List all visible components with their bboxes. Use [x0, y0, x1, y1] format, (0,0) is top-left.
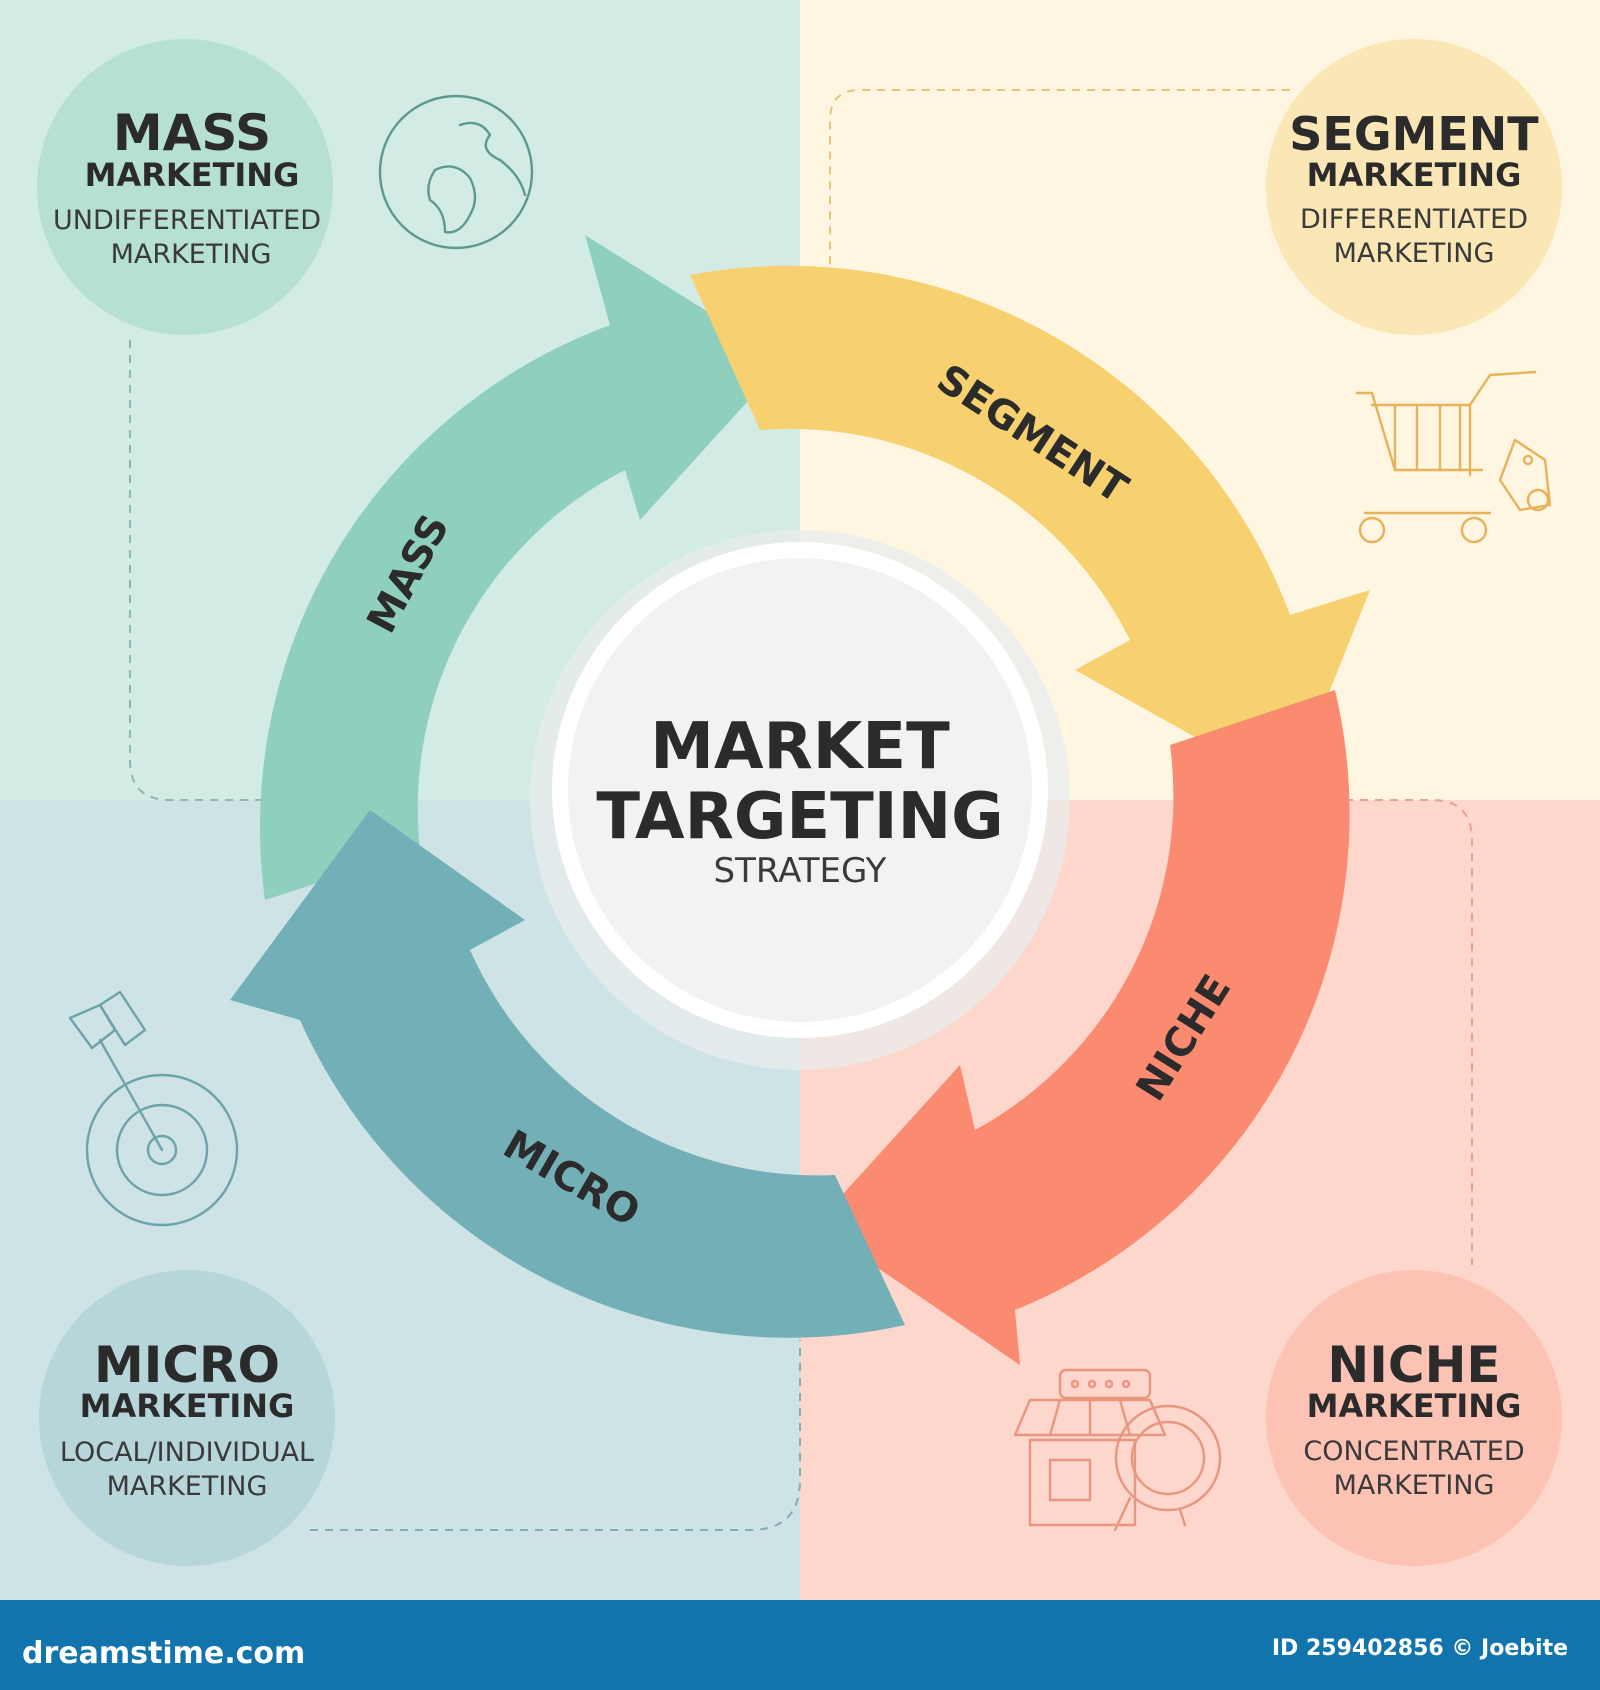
cycle-ring [230, 235, 1370, 1365]
mass-desc1: UNDIFFERENTIATED [53, 205, 321, 236]
micro-title2: MARKETING [80, 1387, 295, 1425]
niche-arrow [815, 690, 1350, 1365]
footer-image-id: ID 259402856 © Joebite [1272, 1636, 1568, 1661]
segment-info-circle [1266, 39, 1562, 335]
micro-connector-line [310, 1340, 801, 1531]
segment-desc2: MARKETING [1334, 238, 1495, 269]
mass-desc2: MARKETING [111, 239, 272, 270]
center-title-line2: TARGETING [596, 780, 1003, 854]
micro-title: MICRO [94, 1336, 280, 1394]
store-search-icon [1013, 1368, 1222, 1532]
niche-desc1: CONCENTRATED [1303, 1436, 1524, 1467]
segment-title2: MARKETING [1307, 156, 1522, 194]
segment-connector-line [829, 89, 1290, 330]
niche-desc2: MARKETING [1334, 1470, 1495, 1501]
shopping-cart-icon [1355, 370, 1552, 544]
target-icon [68, 990, 239, 1227]
micro-desc2: MARKETING [107, 1471, 268, 1502]
mass-title: MASS [113, 104, 271, 162]
center-title-line1: MARKET [650, 710, 950, 784]
center-subtitle: STRATEGY [714, 851, 887, 891]
globe-icon [378, 94, 534, 250]
micro-info-circle [39, 1270, 335, 1566]
niche-connector-line [1330, 799, 1473, 1265]
niche-title: NICHE [1327, 1336, 1500, 1394]
micro-arrow [230, 810, 905, 1338]
segment-desc1: DIFFERENTIATED [1300, 204, 1528, 235]
mass-info-circle [37, 39, 333, 335]
segment-arrow [690, 265, 1370, 790]
center-circle [568, 558, 1032, 1022]
mass-arrow [259, 235, 785, 900]
segment-title: SEGMENT [1289, 107, 1539, 161]
niche-title2: MARKETING [1307, 1387, 1522, 1425]
footer-bar [0, 1600, 1600, 1690]
micro-desc1: LOCAL/INDIVIDUAL [60, 1437, 314, 1468]
mass-connector-line [129, 340, 268, 801]
niche-info-circle [1266, 1270, 1562, 1566]
mass-title2: MARKETING [85, 156, 300, 194]
footer-site-name: dreamstime.com [22, 1636, 305, 1671]
